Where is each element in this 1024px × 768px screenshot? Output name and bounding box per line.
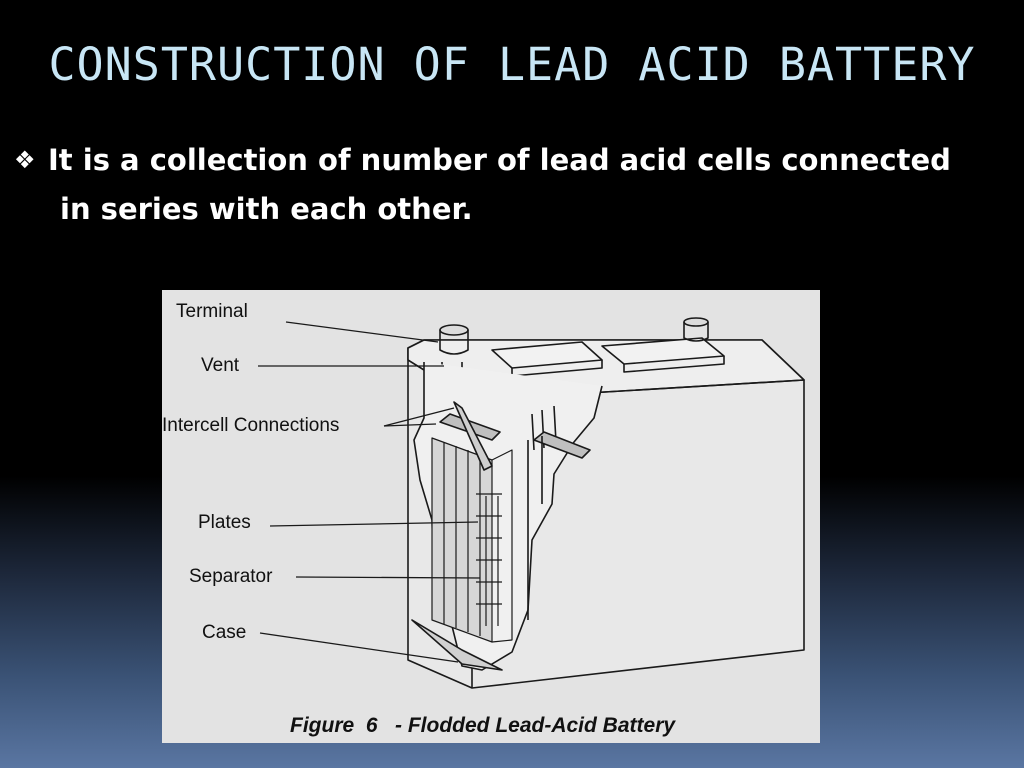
bullet-text-line2: in series with each other. — [60, 192, 473, 226]
label-vent: Vent — [201, 355, 240, 376]
figure-caption: Figure 6 - Flodded Lead-Acid Battery — [290, 714, 676, 737]
label-plates: Plates — [198, 512, 251, 533]
battery-figure: Terminal Vent Intercell Connections Plat… — [162, 290, 820, 743]
battery-illustration — [258, 317, 805, 689]
label-separator: Separator — [189, 566, 273, 587]
slide-title: CONSTRUCTION OF LEAD ACID BATTERY — [48, 38, 976, 91]
bullet-text-line1: It is a collection of number of lead aci… — [48, 143, 951, 177]
bullet-point: ❖ It is a collection of number of lead ac… — [14, 136, 1004, 234]
label-case: Case — [202, 622, 247, 643]
label-intercell-connections: Intercell Connections — [162, 415, 340, 436]
diamond-bullet-icon: ❖ — [14, 146, 36, 174]
label-terminal: Terminal — [176, 301, 248, 322]
